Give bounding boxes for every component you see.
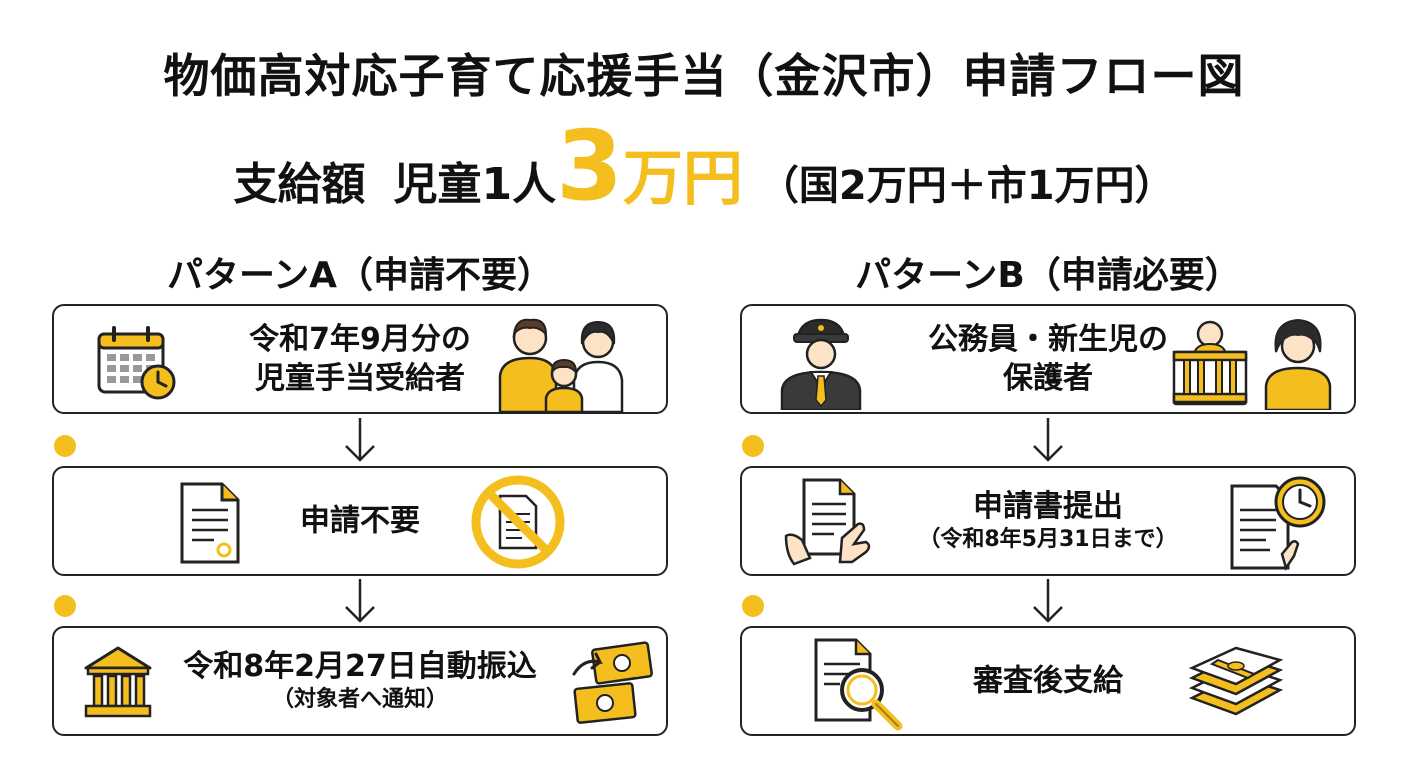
pattern-a-step-3-main: 令和8年2月27日自動振込 bbox=[183, 649, 537, 685]
money-transfer-icon bbox=[572, 641, 653, 724]
mother-icon bbox=[1264, 318, 1332, 410]
bank-icon bbox=[84, 646, 152, 718]
pattern-a-step-3-sub: （対象者へ通知） bbox=[271, 687, 448, 713]
amount-line: 支給額 児童1人 3 万円 （国2万円＋市1万円） bbox=[0, 118, 1408, 217]
pattern-b-step-2-sub: （令和8年5月31日まで） bbox=[918, 527, 1178, 553]
calendar-clock-icon bbox=[97, 326, 176, 400]
pattern-b-step-1-text: 公務員・新生児の 保護者 bbox=[742, 320, 1354, 398]
pattern-a-step-3: 令和8年2月27日自動振込 （対象者へ通知） bbox=[52, 626, 668, 736]
cash-stack-icon bbox=[1188, 646, 1284, 716]
pattern-b-arrow-2 bbox=[1033, 579, 1063, 623]
pattern-b-dot-1 bbox=[742, 435, 764, 457]
pattern-a-step-1: 令和7年9月分の 児童手当受給者 bbox=[52, 304, 668, 414]
pattern-a-arrow-2 bbox=[345, 579, 375, 623]
pattern-b-step-2: 申請書提出 （令和8年5月31日まで） bbox=[740, 466, 1356, 576]
pattern-b-step-2-main: 申請書提出 bbox=[973, 489, 1123, 525]
pattern-b-dot-2 bbox=[742, 595, 764, 617]
pattern-b-step-3: 審査後支給 bbox=[740, 626, 1356, 736]
page-title: 物価高対応子育て応援手当（金沢市）申請フロー図 bbox=[163, 49, 1245, 103]
civil-servant-icon bbox=[780, 318, 862, 410]
amount-value: 3 bbox=[556, 110, 623, 222]
pattern-b-step-1-line-2: 保護者 bbox=[1003, 361, 1093, 396]
pattern-a-step-1-line-2: 児童手当受給者 bbox=[255, 361, 465, 396]
pattern-a-step-2: 申請不要 bbox=[52, 466, 668, 576]
deadline-document-icon bbox=[1230, 476, 1326, 571]
pattern-b-arrow-1 bbox=[1033, 418, 1063, 462]
pattern-b-step-1: 公務員・新生児の 保護者 bbox=[740, 304, 1356, 414]
pattern-a-title: パターンA（申請不要） bbox=[166, 255, 554, 296]
family-icon bbox=[498, 318, 624, 412]
pattern-b-step-1-line-1: 公務員・新生児の bbox=[928, 322, 1168, 357]
submit-document-icon bbox=[784, 478, 871, 566]
document-icon bbox=[180, 482, 240, 564]
pattern-a-step-1-line-1: 令和7年9月分の bbox=[249, 322, 471, 357]
pattern-a-dot-1 bbox=[54, 435, 76, 457]
amount-unit: 万円 bbox=[622, 144, 743, 214]
amount-label: 支給額 bbox=[233, 159, 366, 210]
amount-per-child: 児童1人 bbox=[393, 159, 557, 210]
pattern-a-step-1-text: 令和7年9月分の 児童手当受給者 bbox=[54, 320, 666, 398]
pattern-a-arrow-1 bbox=[345, 418, 375, 462]
pattern-b-title: パターンB（申請必要） bbox=[855, 255, 1241, 296]
amount-detail: （国2万円＋市1万円） bbox=[758, 163, 1175, 209]
no-application-icon bbox=[471, 475, 565, 569]
review-magnifier-icon bbox=[814, 638, 903, 731]
pattern-a-dot-2 bbox=[54, 595, 76, 617]
pattern-b-step-3-text: 審査後支給 bbox=[973, 663, 1123, 699]
pattern-b-step-2-text: 申請書提出 （令和8年5月31日まで） bbox=[742, 487, 1354, 555]
pattern-a-step-2-text: 申請不要 bbox=[300, 503, 420, 539]
baby-crib-icon bbox=[1172, 320, 1248, 406]
pattern-a-step-3-text: 令和8年2月27日自動振込 （対象者へ通知） bbox=[54, 647, 666, 715]
